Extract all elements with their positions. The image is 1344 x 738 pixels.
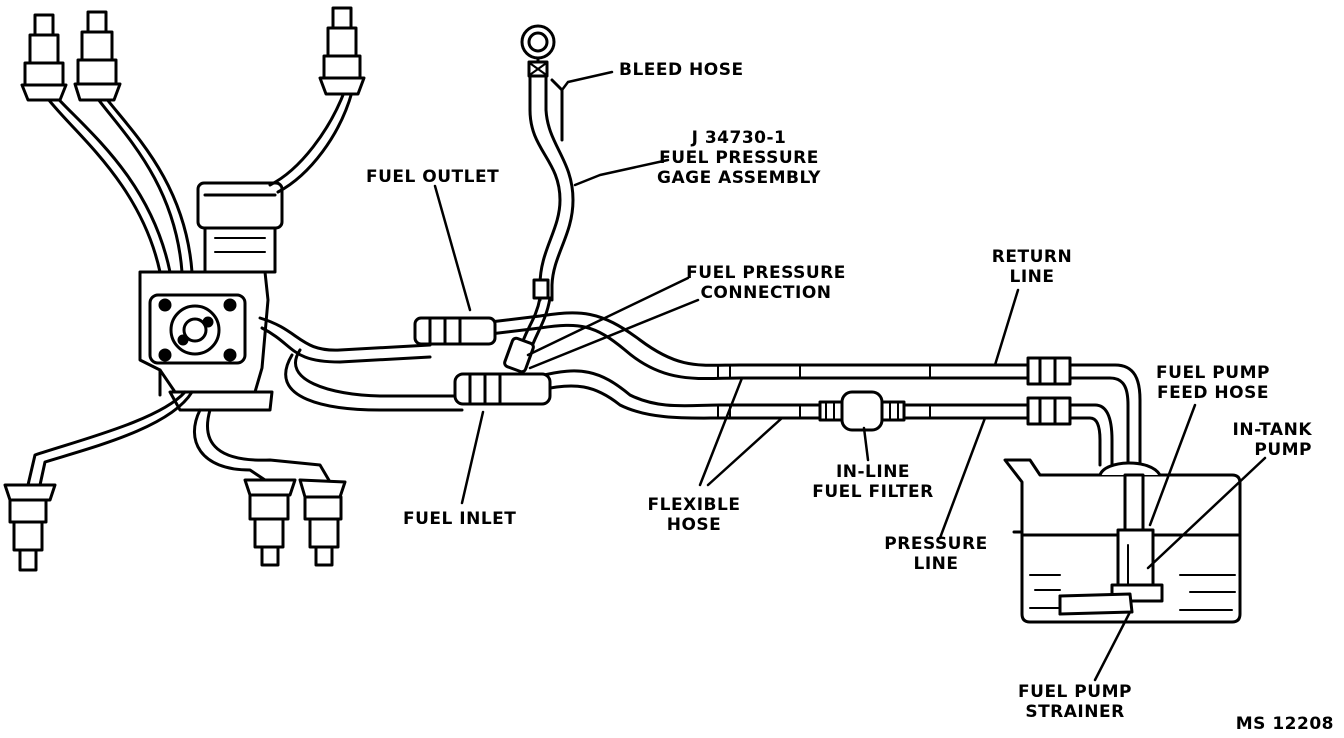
injector-connector-6 — [298, 478, 347, 567]
gage-assembly-label: J 34730-1 FUEL PRESSURE GAGE ASSEMBLY — [644, 128, 834, 188]
in-tank-pump-label-line2: PUMP — [1254, 440, 1312, 460]
fuel-inlet-fitting — [453, 372, 552, 406]
injector-connector-1 — [20, 13, 68, 102]
fuel-inlet-label: FUEL INLET — [403, 509, 517, 529]
throttle-body-unit — [138, 181, 284, 412]
figure-id: MS 12208 — [1235, 714, 1334, 734]
in-tank-pump-label: IN-TANK PUMP — [1200, 420, 1312, 460]
line-couplings — [1026, 356, 1072, 426]
injector-wires-bottom — [26, 390, 332, 487]
gage-label-line1: J 34730-1 — [691, 128, 787, 148]
in-tank-pump — [1110, 473, 1164, 603]
in-line-filter-label: IN-LINE FUEL FILTER — [808, 462, 938, 502]
in-tank-pump-label-line1: IN-TANK — [1232, 420, 1312, 440]
injector-connector-5 — [243, 478, 297, 567]
gage-label-line3: GAGE ASSEMBLY — [657, 168, 821, 188]
injector-connector-3 — [318, 6, 366, 96]
injector-wires-top — [43, 88, 354, 274]
fuel-pressure-connection-label: FUEL PRESSURE CONNECTION — [676, 263, 856, 303]
gage-label-line2: FUEL PRESSURE — [659, 148, 819, 168]
fuel-pump-strainer — [1058, 592, 1134, 616]
in-line-fuel-filter — [818, 390, 906, 432]
lines-to-tank — [1068, 363, 1142, 472]
pressure-line-label-line2: LINE — [913, 554, 959, 574]
feed-hose-label-line1: FUEL PUMP — [1156, 363, 1270, 383]
flexible-hose-label: FLEXIBLE HOSE — [634, 495, 754, 535]
pressure-line-label-line1: PRESSURE — [884, 534, 988, 554]
filter-label-line2: FUEL FILTER — [812, 482, 934, 502]
return-line-label-line2: LINE — [1009, 267, 1055, 287]
strainer-label-line2: STRAINER — [1025, 702, 1125, 722]
fpc-label-line2: CONNECTION — [700, 283, 832, 303]
flexible-hose-label-line2: HOSE — [666, 515, 722, 535]
flexible-hose-joints — [717, 364, 931, 419]
fuel-outlet-label: FUEL OUTLET — [366, 167, 500, 187]
leader-lines — [433, 70, 1267, 682]
return-line-label: RETURN LINE — [982, 247, 1082, 287]
injector-connector-2 — [73, 10, 122, 102]
feed-hose-label-line2: FEED HOSE — [1157, 383, 1269, 403]
fuel-pump-strainer-label: FUEL PUMP STRAINER — [1010, 682, 1140, 722]
strainer-label-line1: FUEL PUMP — [1018, 682, 1132, 702]
pressure-line-label: PRESSURE LINE — [876, 534, 996, 574]
injector-connector-4 — [3, 483, 57, 572]
fuel-pressure-gage — [503, 24, 575, 374]
bleed-hose-label: BLEED HOSE — [619, 60, 744, 80]
fpc-label-line1: FUEL PRESSURE — [686, 263, 846, 283]
flexible-hose-label-line1: FLEXIBLE — [647, 495, 741, 515]
feed-hose-label: FUEL PUMP FEED HOSE — [1148, 363, 1278, 403]
return-line-label-line1: RETURN — [991, 247, 1073, 267]
fuel-outlet-fitting — [413, 316, 497, 346]
filter-label-line1: IN-LINE — [835, 462, 911, 482]
